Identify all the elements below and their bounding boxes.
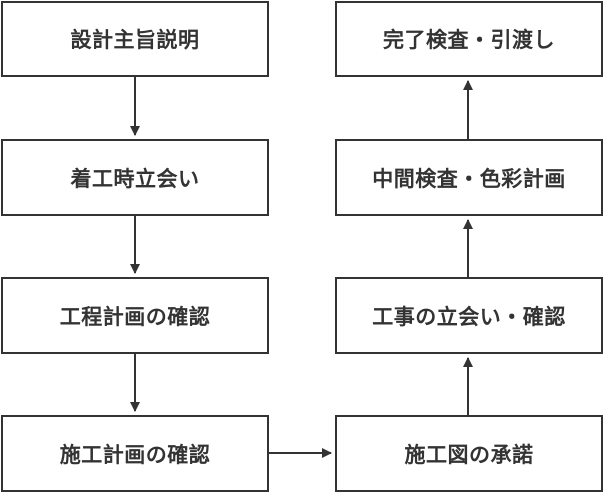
step-construction-plan-check: 施工計画の確認 [1,415,269,492]
step-shop-drawing-approval: 施工図の承諾 [335,415,603,492]
step-label: 中間検査・色彩計画 [372,166,566,191]
step-label: 施工計画の確認 [59,442,211,467]
step-label: 施工図の承諾 [404,442,534,467]
step-interim-inspection-color-plan: 中間検査・色彩計画 [335,139,603,216]
step-label: 完了検査・引渡し [383,28,555,52]
step-label: 設計主旨説明 [70,28,200,52]
step-label: 着工時立会い [70,166,200,191]
step-design-intent-explanation: 設計主旨説明 [1,1,269,77]
step-groundbreaking-attendance: 着工時立会い [1,139,269,216]
step-completion-inspection-handover: 完了検査・引渡し [335,1,603,77]
step-label: 工程計画の確認 [59,304,211,329]
step-work-attendance-check: 工事の立会い・確認 [335,277,603,354]
step-schedule-plan-check: 工程計画の確認 [1,277,269,354]
step-label: 工事の立会い・確認 [372,304,566,329]
